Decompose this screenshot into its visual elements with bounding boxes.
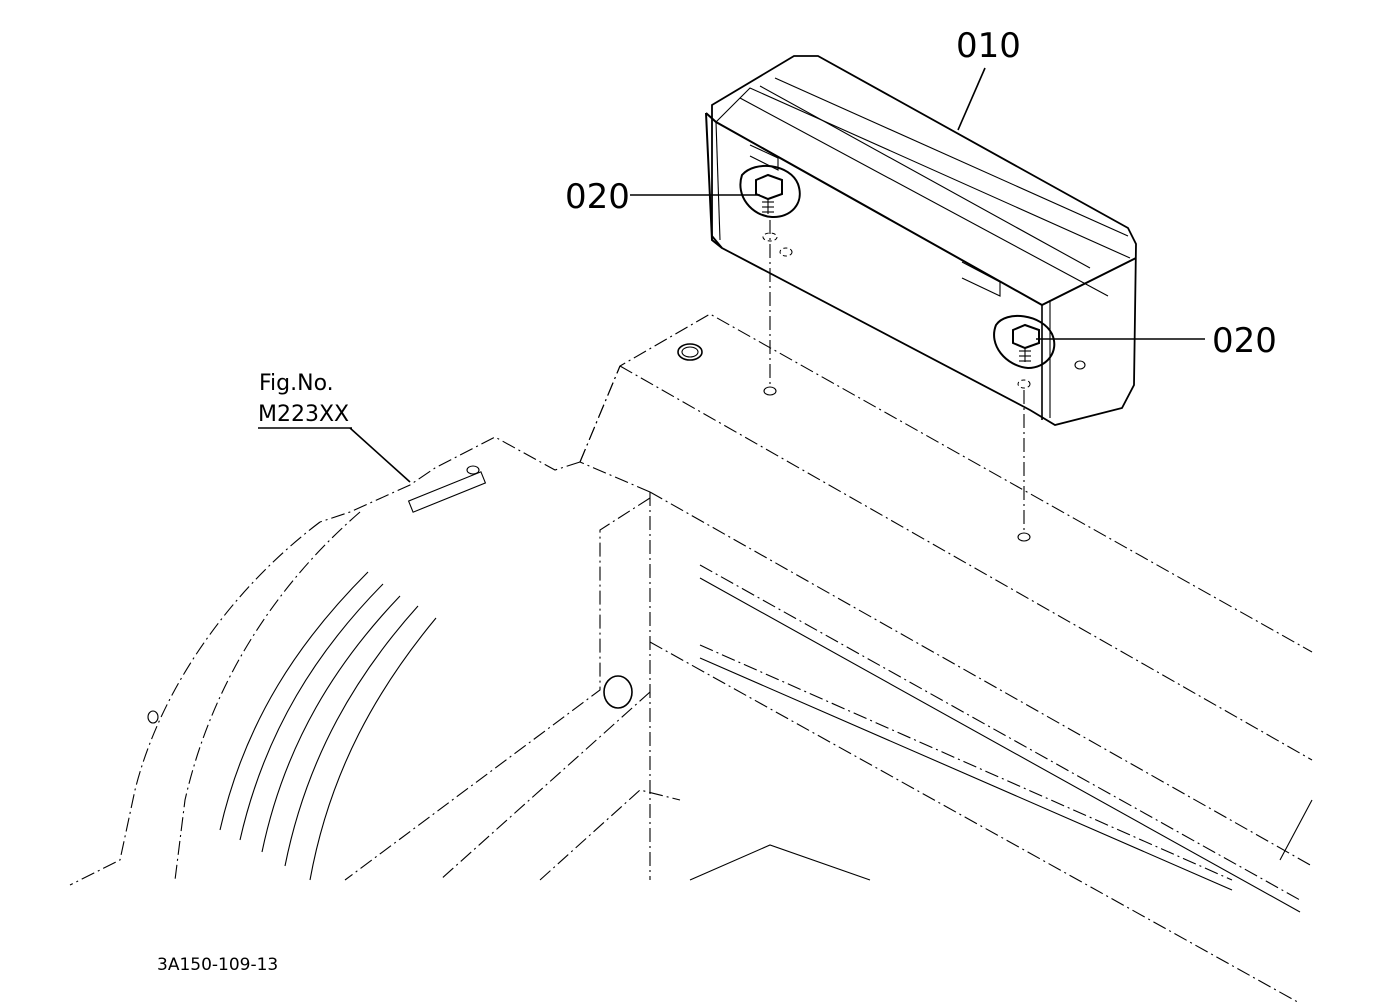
housing-outline <box>69 313 1313 1002</box>
drawing-code: 3A150-109-13 <box>157 955 278 975</box>
part-020-bolt-left <box>739 164 801 396</box>
fig-reference-prefix: Fig.No. <box>259 371 334 396</box>
leader-lines <box>258 67 1205 483</box>
fig-reference-number: M223XX <box>258 402 349 427</box>
leader-010 <box>957 67 986 131</box>
callout-020-left: 020 <box>565 177 630 217</box>
part-020-bolt-right <box>993 314 1056 542</box>
leader-fig <box>349 427 411 483</box>
callout-010: 010 <box>956 26 1021 66</box>
callout-020-right: 020 <box>1212 321 1277 361</box>
